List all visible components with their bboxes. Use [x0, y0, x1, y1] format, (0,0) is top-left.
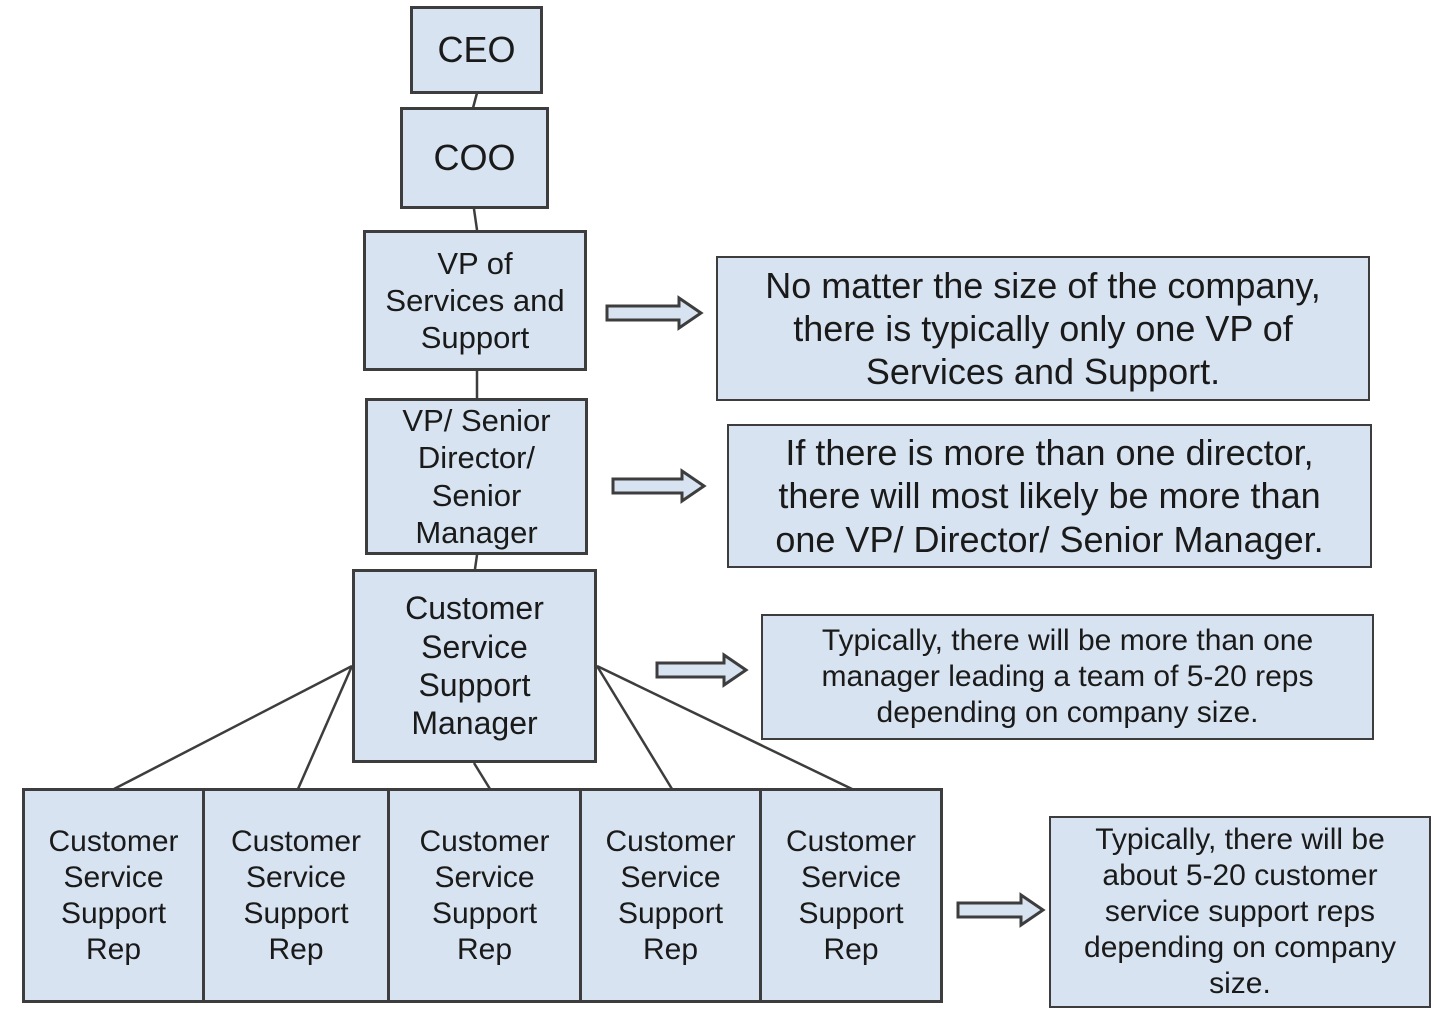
org-node-label: Customer Service Support Rep [785, 824, 917, 966]
org-node-cs-support-rep-2: Customer Service Support Rep [202, 788, 390, 1003]
connector-line [472, 762, 492, 790]
annotation-arrows [605, 295, 1046, 928]
org-node-cs-support-manager: Customer Service Support Manager [352, 569, 597, 763]
org-node-cs-support-rep-3: Customer Service Support Rep [387, 788, 582, 1003]
connector-line [596, 664, 853, 791]
org-node-vp-senior-director: VP/ Senior Director/ Senior Manager [365, 398, 588, 555]
connector-line [472, 208, 479, 231]
annotation-note-director: If there is more than one director, ther… [727, 424, 1372, 568]
org-node-cs-support-rep-4: Customer Service Support Rep [579, 788, 762, 1003]
arrow-right-icon [655, 652, 749, 688]
org-node-label: Customer Service Support Rep [605, 824, 736, 966]
annotation-text: No matter the size of the company, there… [765, 264, 1321, 393]
org-node-label: COO [433, 137, 516, 179]
org-node-cs-support-rep-1: Customer Service Support Rep [22, 788, 205, 1003]
annotation-note-manager: Typically, there will be more than one m… [761, 614, 1374, 740]
connector-line [595, 665, 674, 790]
arrow-right-icon [611, 468, 707, 504]
connector-lines [113, 92, 853, 791]
org-node-label: CEO [437, 29, 516, 71]
annotation-note-rep: Typically, there will be about 5-20 cust… [1049, 816, 1431, 1008]
org-node-label: VP/ Senior Director/ Senior Manager [402, 403, 551, 550]
annotation-text: If there is more than one director, ther… [775, 432, 1324, 560]
org-node-label: VP of Services and Support [385, 245, 565, 356]
connector-line [296, 665, 354, 790]
org-node-label: Customer Service Support Rep [230, 824, 362, 966]
org-node-label: Customer Service Support Rep [48, 824, 179, 966]
connector-line [473, 554, 479, 570]
connector-line [113, 664, 353, 791]
org-node-ceo: CEO [410, 6, 543, 94]
arrow-right-icon [605, 295, 704, 331]
org-node-label: Customer Service Support Manager [405, 590, 544, 742]
annotation-text: Typically, there will be about 5-20 cust… [1084, 823, 1396, 1000]
annotation-text: Typically, there will be more than one m… [821, 624, 1314, 729]
org-node-cs-support-rep-5: Customer Service Support Rep [759, 788, 943, 1003]
org-node-vp-services-support: VP of Services and Support [363, 230, 587, 371]
annotation-note-vp: No matter the size of the company, there… [716, 256, 1370, 401]
connector-line [471, 92, 479, 109]
arrow-right-icon [956, 892, 1046, 928]
org-node-coo: COO [400, 107, 549, 209]
org-node-label: Customer Service Support Rep [419, 824, 550, 966]
